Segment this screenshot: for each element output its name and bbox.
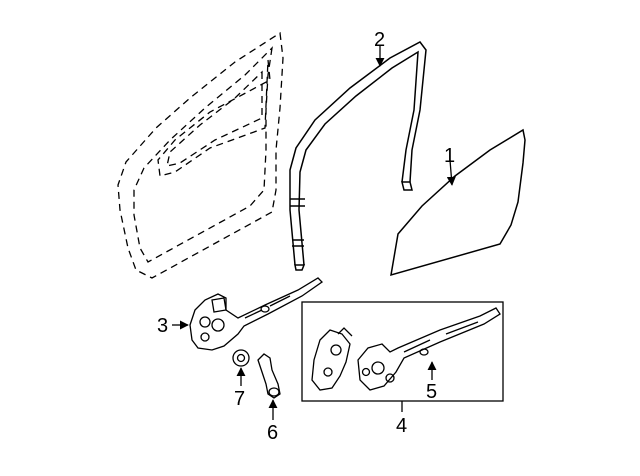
regulator-track-assembly [357,307,501,391]
callout-3: 3 [157,315,168,337]
callout-5: 5 [426,381,437,403]
regulator-motor-assembly [311,327,353,391]
door-shell-outline [117,31,284,279]
window-regulator [189,277,324,351]
glass-run-channel [289,41,427,271]
callout-4: 4 [396,415,407,437]
motor-bolt [257,353,281,399]
window-glass [390,128,526,277]
callout-7: 7 [234,388,245,410]
callout-6: 6 [267,422,278,444]
regulator-kit-box [301,301,504,402]
grommet [232,349,250,367]
leader-lines [172,46,456,420]
callout-2: 2 [374,29,385,51]
callout-1: 1 [444,145,455,167]
